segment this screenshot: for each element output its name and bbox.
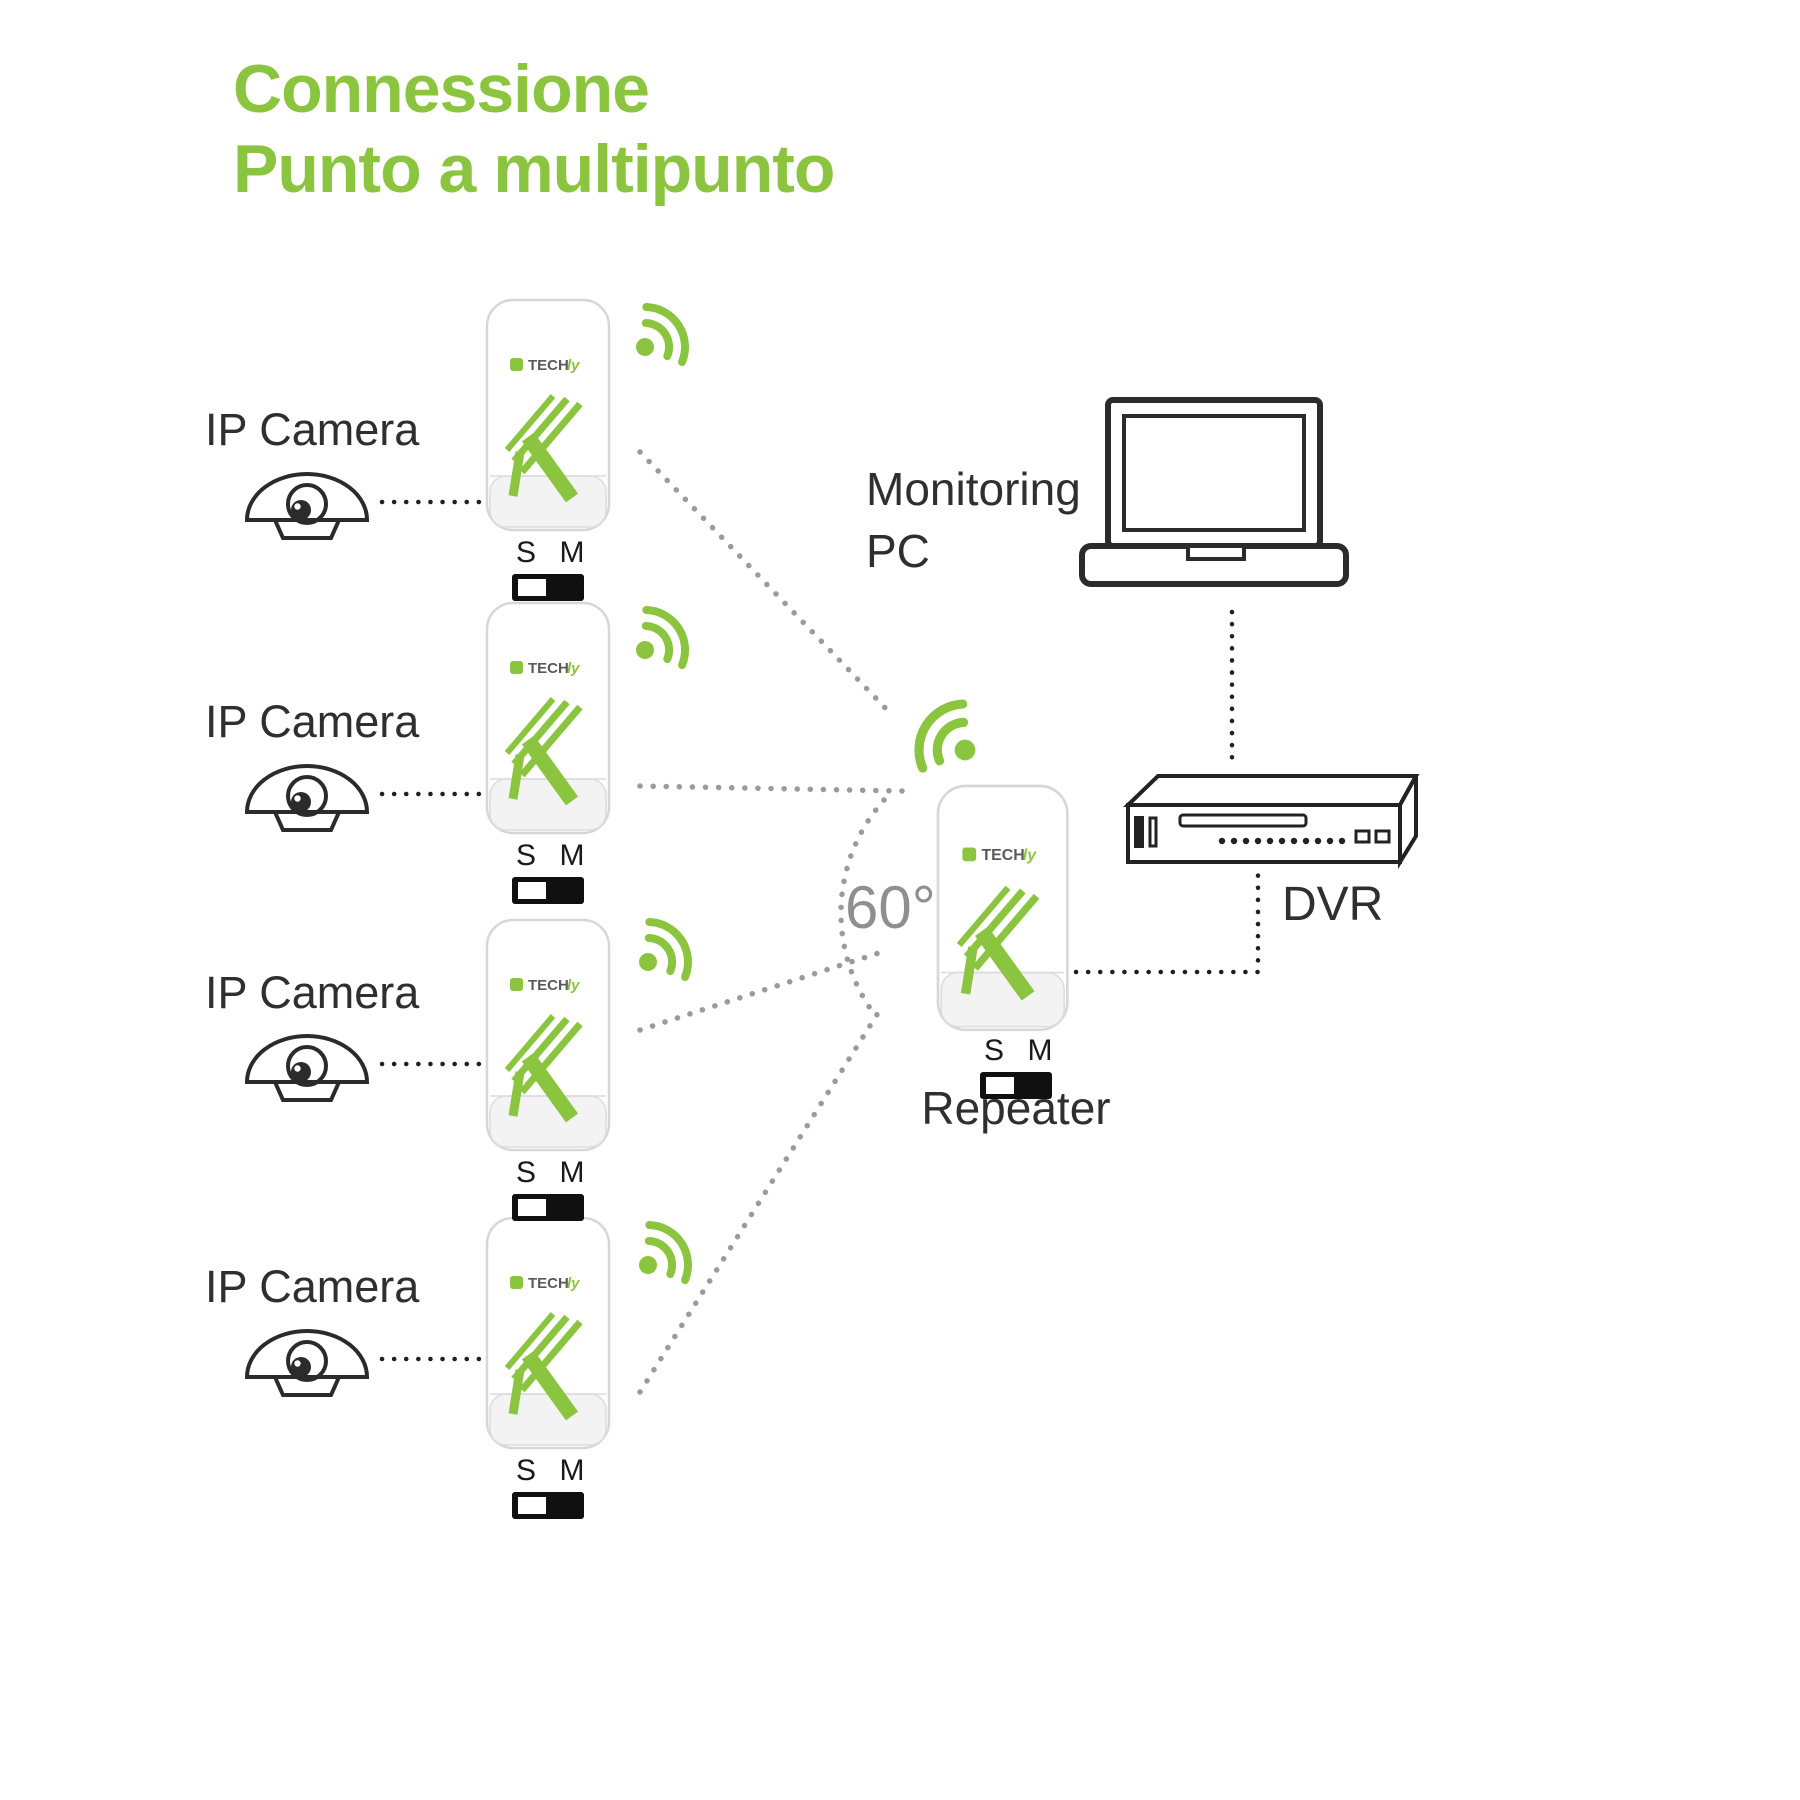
page-title-line1: Connessione: [233, 51, 649, 127]
camera-icon-2: [245, 764, 369, 832]
monitoring-pc-label-line1: Monitoring: [866, 463, 1081, 515]
dvr-label: DVR: [1282, 878, 1383, 931]
switch-ap-3: [512, 1156, 585, 1221]
camera-label-3: IP Camera: [205, 967, 420, 1018]
page-title-line2: Punto a multipunto: [233, 131, 834, 207]
switch-ap-2: [512, 839, 585, 904]
monitoring-pc-label-line2: PC: [866, 525, 930, 577]
camera-icon-3: [245, 1034, 369, 1102]
laptop-icon: [1079, 397, 1349, 587]
camera-label-1: IP Camera: [205, 404, 420, 455]
wireless-ap-2: [487, 603, 609, 833]
wifi-icon-ap-4: [623, 1216, 700, 1298]
link-ap3-repeater: [637, 947, 891, 1033]
beam-angle-arc: [838, 797, 887, 1011]
link-ap4-repeater: [637, 1010, 881, 1395]
wifi-icon-ap-1: [620, 298, 697, 380]
link-ap1-repeater: [637, 449, 896, 719]
camera-icon-1: [245, 472, 369, 540]
wireless-ap-3: [487, 920, 609, 1150]
wifi-icon-ap-2: [620, 601, 697, 683]
switch-ap-4: [512, 1454, 585, 1519]
beam-angle-label: 60°: [845, 874, 936, 941]
link-ap2-repeater: [637, 783, 905, 794]
dvr-icon: [1123, 774, 1420, 870]
wifi-icon-repeater: [906, 694, 994, 788]
repeater-label: Repeater: [921, 1082, 1110, 1134]
switch-ap-1: [512, 536, 585, 601]
wireless-ap-4: [487, 1218, 609, 1448]
camera-icon-4: [245, 1329, 369, 1397]
link-repeater-dvr: [1073, 863, 1261, 975]
wifi-icon-ap-3: [623, 913, 700, 995]
camera-label-2: IP Camera: [205, 696, 420, 747]
repeater-device: [938, 786, 1067, 1030]
wireless-ap-1: [487, 300, 609, 530]
camera-label-4: IP Camera: [205, 1261, 420, 1312]
